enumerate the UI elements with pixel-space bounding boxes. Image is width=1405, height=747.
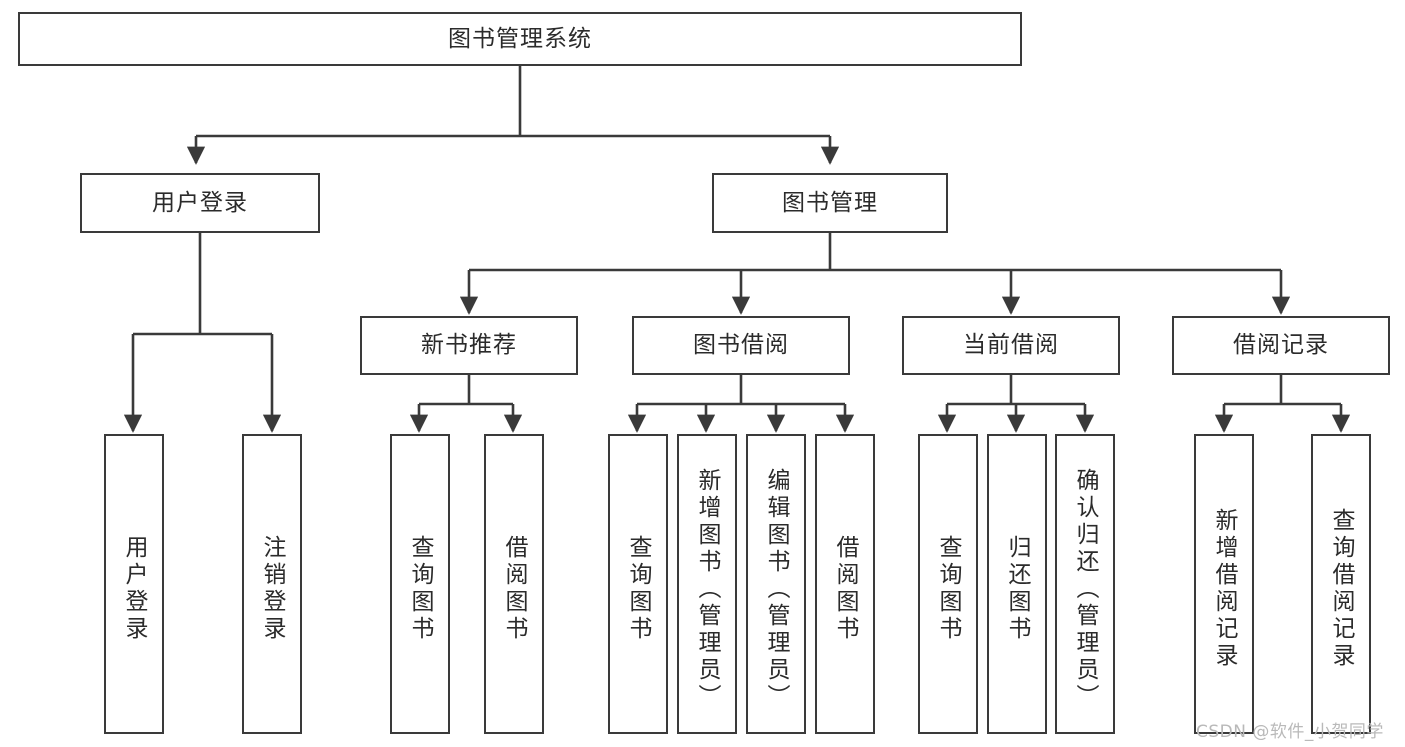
node-book-borrow[interactable]: 图书借阅 bbox=[632, 316, 850, 375]
node-label: 编辑图书（管理员） bbox=[763, 467, 790, 711]
node-label: 图书管理 bbox=[782, 189, 878, 216]
leaf-query-book-current[interactable]: 查询图书 bbox=[918, 434, 978, 734]
node-borrow-record[interactable]: 借阅记录 bbox=[1172, 316, 1390, 375]
node-user-login[interactable]: 用户登录 bbox=[80, 173, 320, 233]
leaf-confirm-return-admin[interactable]: 确认归还（管理员） bbox=[1055, 434, 1115, 734]
leaf-user-login[interactable]: 用户登录 bbox=[104, 434, 164, 734]
leaf-edit-book-admin[interactable]: 编辑图书（管理员） bbox=[746, 434, 806, 734]
csdn-watermark: CSDN @软件_小贺同学 bbox=[1196, 722, 1384, 742]
leaf-borrow-book-recommend[interactable]: 借阅图书 bbox=[484, 434, 544, 734]
node-label: 新增图书（管理员） bbox=[694, 467, 721, 711]
node-label: 新书推荐 bbox=[421, 332, 517, 359]
node-label: 图书管理系统 bbox=[448, 25, 592, 52]
leaf-query-book-recommend[interactable]: 查询图书 bbox=[390, 434, 450, 734]
node-label: 确认归还（管理员） bbox=[1072, 467, 1099, 711]
leaf-add-book-admin[interactable]: 新增图书（管理员） bbox=[677, 434, 737, 734]
node-label: 注销登录 bbox=[259, 535, 286, 643]
leaf-return-book[interactable]: 归还图书 bbox=[987, 434, 1047, 734]
node-label: 当前借阅 bbox=[963, 332, 1059, 359]
leaf-logout[interactable]: 注销登录 bbox=[242, 434, 302, 734]
node-book-management[interactable]: 图书管理 bbox=[712, 173, 948, 233]
node-label: 借阅图书 bbox=[832, 535, 859, 643]
node-new-book-recommend[interactable]: 新书推荐 bbox=[360, 316, 578, 375]
leaf-query-book-borrow[interactable]: 查询图书 bbox=[608, 434, 668, 734]
node-label: 图书借阅 bbox=[693, 332, 789, 359]
node-label: 用户登录 bbox=[152, 189, 248, 216]
node-root-system[interactable]: 图书管理系统 bbox=[18, 12, 1022, 66]
node-label: 归还图书 bbox=[1004, 535, 1031, 643]
node-label: 查询借阅记录 bbox=[1328, 508, 1355, 670]
leaf-query-borrow-record[interactable]: 查询借阅记录 bbox=[1311, 434, 1371, 734]
node-label: 借阅图书 bbox=[501, 535, 528, 643]
node-label: 新增借阅记录 bbox=[1211, 508, 1238, 670]
leaf-borrow-book[interactable]: 借阅图书 bbox=[815, 434, 875, 734]
node-label: 借阅记录 bbox=[1233, 332, 1329, 359]
node-label: 查询图书 bbox=[407, 535, 434, 643]
node-label: 查询图书 bbox=[625, 535, 652, 643]
node-label: 查询图书 bbox=[935, 535, 962, 643]
node-current-borrow[interactable]: 当前借阅 bbox=[902, 316, 1120, 375]
node-label: 用户登录 bbox=[121, 535, 148, 643]
leaf-add-borrow-record[interactable]: 新增借阅记录 bbox=[1194, 434, 1254, 734]
